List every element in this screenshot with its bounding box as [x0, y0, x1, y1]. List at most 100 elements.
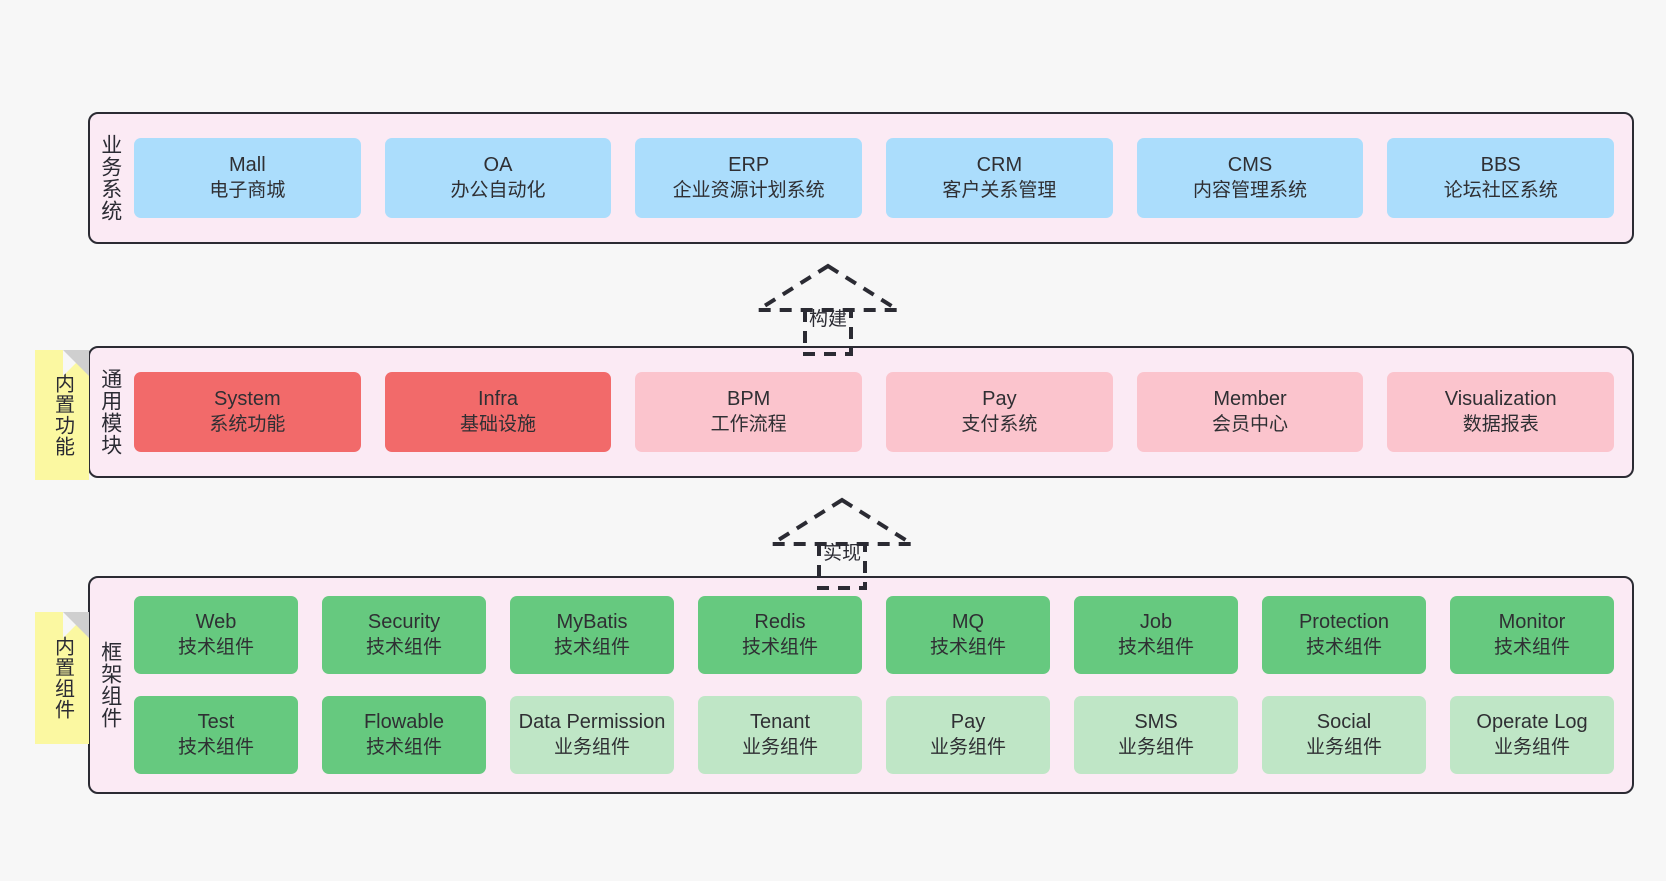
card-title: Job [1139, 611, 1173, 634]
card-title: MyBatis [556, 611, 628, 634]
connector-build: 构建 [748, 258, 908, 358]
card-title: SMS [1134, 711, 1178, 734]
card-title: Redis [754, 611, 806, 634]
card-subtitle: 技术组件 [741, 636, 818, 658]
card-title: Data Permission [518, 711, 666, 734]
card-subtitle: 业务组件 [741, 736, 818, 758]
sticky-note-label: 内置组件 [51, 636, 74, 720]
card-subtitle: 系统功能 [209, 413, 286, 435]
card-title: CRM [976, 154, 1023, 177]
layer-title-business: 业务系统 [98, 134, 122, 222]
card-subtitle: 技术组件 [553, 636, 630, 658]
card-subtitle: 技术组件 [177, 636, 254, 658]
card-title: Member [1213, 388, 1287, 411]
generalization-arrow-icon [765, 497, 919, 590]
card-subtitle: 业务组件 [1305, 736, 1382, 758]
card-title: Operate Log [1476, 711, 1588, 734]
card-subtitle: 工作流程 [710, 413, 787, 435]
layer-title-framework: 框架组件 [98, 641, 122, 729]
card-title: Protection [1298, 611, 1390, 634]
card-subtitle: 技术组件 [1493, 636, 1570, 658]
card-subtitle: 技术组件 [1117, 636, 1194, 658]
card-subtitle: 技术组件 [1305, 636, 1382, 658]
sticky-note-label: 内置功能 [51, 373, 74, 457]
card-title: Social [1316, 711, 1372, 734]
card-title: BPM [727, 388, 771, 411]
card-subtitle: 业务组件 [553, 736, 630, 758]
sticky-note-framework: 内置组件 [35, 612, 89, 744]
card-subtitle: 业务组件 [1117, 736, 1194, 758]
card-subtitle: 技术组件 [177, 736, 254, 758]
card-subtitle: 办公自动化 [450, 179, 546, 201]
card-title: Security [367, 611, 441, 634]
layer-title-modules: 通用模块 [98, 368, 122, 456]
card-subtitle: 业务组件 [929, 736, 1006, 758]
card-subtitle: 基础设施 [460, 413, 537, 435]
card-title: Monitor [1498, 611, 1566, 634]
card-title: Test [197, 711, 235, 734]
card-subtitle: 业务组件 [1493, 736, 1570, 758]
card-title: Pay [982, 388, 1017, 411]
card-title: Web [195, 611, 237, 634]
connector-implement: 实现 [762, 492, 922, 592]
card-title: BBS [1480, 154, 1521, 177]
card-title: Flowable [363, 711, 445, 734]
card-subtitle: 技术组件 [929, 636, 1006, 658]
generalization-arrow-icon [751, 263, 905, 356]
card-subtitle: 内容管理系统 [1193, 179, 1308, 201]
card-title: Tenant [749, 711, 811, 734]
card-title: MQ [951, 611, 985, 634]
card-title: Infra [477, 388, 519, 411]
sticky-note-modules: 内置功能 [35, 350, 89, 480]
card-title: CMS [1227, 154, 1273, 177]
card-subtitle: 技术组件 [365, 736, 442, 758]
card-subtitle: 支付系统 [961, 413, 1038, 435]
card-subtitle: 企业资源计划系统 [672, 179, 825, 201]
card-subtitle: 会员中心 [1212, 413, 1289, 435]
card-subtitle: 数据报表 [1462, 413, 1539, 435]
card-title: OA [483, 154, 513, 177]
card-subtitle: 论坛社区系统 [1443, 179, 1558, 201]
card-title: Mall [229, 154, 266, 177]
card-title: Visualization [1444, 388, 1557, 411]
